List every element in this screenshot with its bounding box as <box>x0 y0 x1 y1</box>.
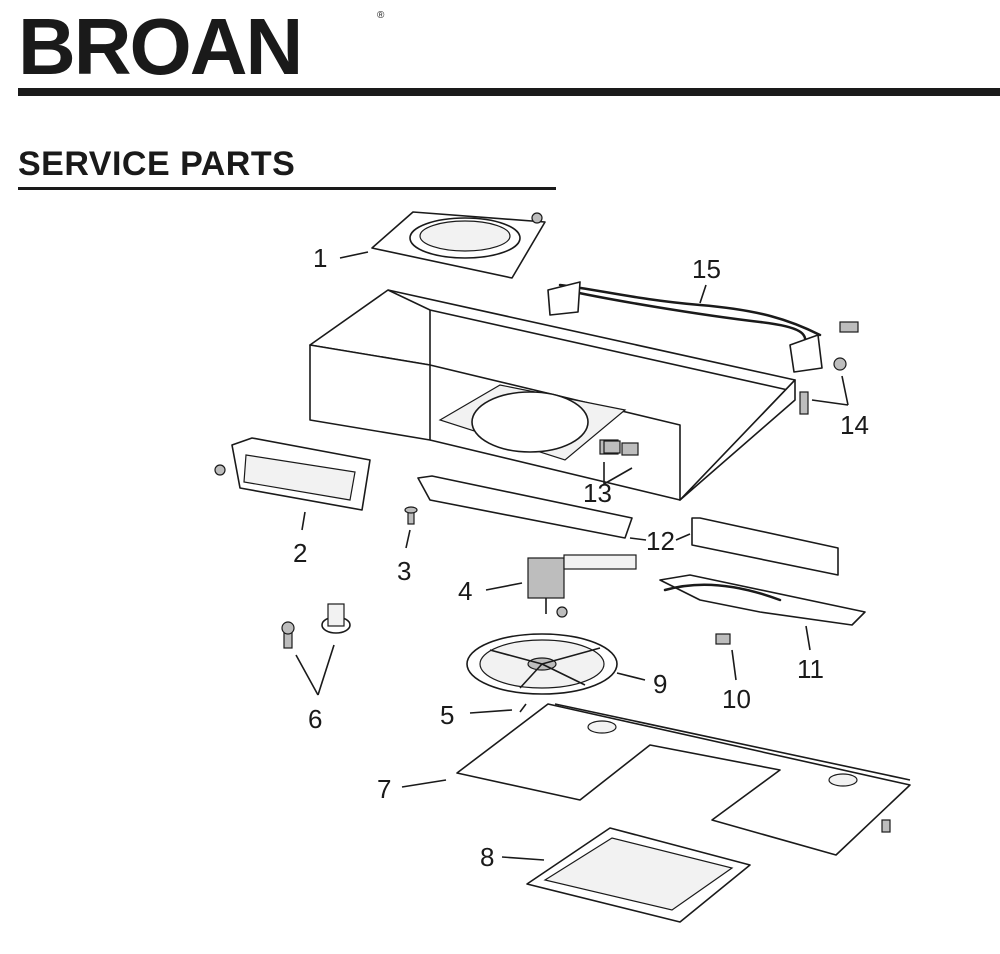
callout-2: 2 <box>293 538 307 568</box>
part-11-control-board <box>659 574 866 626</box>
part-13-switch <box>603 440 621 454</box>
callout-4: 4 <box>458 576 472 606</box>
section-title-rule <box>18 187 556 190</box>
broan-logo: BROAN <box>18 6 303 80</box>
logo-text: BROAN <box>18 6 301 80</box>
part-9-blower-wheel <box>466 633 618 695</box>
callout-10: 10 <box>722 684 751 714</box>
callout-15: 15 <box>692 254 721 284</box>
callout-12: 12 <box>646 526 675 556</box>
callout-labels: 1 2 3 4 5 6 7 8 9 10 11 12 13 14 15 <box>293 243 869 872</box>
part-14-screws <box>799 357 847 415</box>
callout-11: 11 <box>797 654 824 684</box>
part-2-light-frame <box>214 437 371 511</box>
callout-9: 9 <box>653 669 667 699</box>
callout-8: 8 <box>480 842 494 872</box>
part-5-screw <box>519 703 527 713</box>
part-4-motor <box>527 554 637 618</box>
callout-3: 3 <box>397 556 411 586</box>
callout-6: 6 <box>308 704 322 734</box>
part-10-clip <box>715 633 731 645</box>
part-6-knob-screw <box>281 603 351 649</box>
part-8-filter-frame <box>526 827 751 923</box>
section-title: SERVICE PARTS <box>18 145 296 183</box>
part-12-bracket <box>417 475 633 539</box>
part-7-bottom-pan <box>456 703 911 856</box>
part-15-wiring-harness <box>547 281 859 373</box>
header-rule <box>18 88 1000 96</box>
callout-13: 13 <box>583 478 612 508</box>
callout-1: 1 <box>313 243 327 273</box>
hood-body <box>309 289 796 501</box>
callout-14: 14 <box>840 410 869 440</box>
callout-7: 7 <box>377 774 391 804</box>
leader-lines <box>295 251 849 861</box>
callout-5: 5 <box>440 700 454 730</box>
part-12-side-panel <box>691 517 839 576</box>
part-1-duct-plate <box>371 211 546 279</box>
registered-mark: ® <box>377 10 385 21</box>
part-3-screw <box>404 506 418 525</box>
